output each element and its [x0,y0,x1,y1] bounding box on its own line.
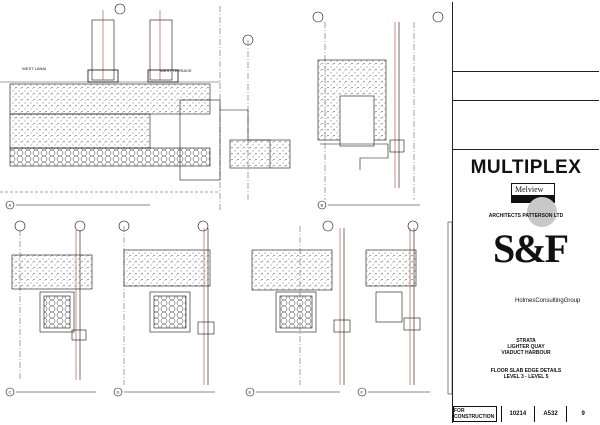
notes-area [453,2,599,72]
detail-tag-A-number: A [9,203,12,208]
section-detail-6 [365,228,421,385]
detail-drawings: WEST LANAI WEST TERRACE A B C [0,3,452,397]
label-west-terrace: WEST TERRACE [160,68,192,73]
detail-tag-D-number: D [117,390,120,395]
project-line-1: STRATA [516,338,536,344]
architect-name: ARCHITECTS PATTERSON LTD [488,213,564,219]
detail-tag-E [245,387,255,397]
detail-tag-C [5,387,15,397]
detail-tag-F-number: F [361,390,364,395]
grid-bubble-1 [114,3,126,15]
legend-box [447,221,452,395]
detail-tag-F [357,387,367,397]
section-detail-1 [0,6,291,210]
status-stamp: FOR CONSTRUCTION [453,406,497,422]
section-detail-3 [11,230,93,380]
client-logo-text: Melview [515,185,544,194]
architect-emblem [527,197,557,227]
job-number: 10214 [501,406,534,422]
detail-tag-A [5,200,15,210]
revision-number: 9 [566,406,599,422]
label-west-lanai: WEST LANAI [22,66,46,71]
project-line-3: VIADUCT HARBOUR [501,350,551,356]
drawing-number-row: 10214 A532 9 [501,406,599,422]
drawing-title-line-2: LEVEL 3 - LEVEL 5 [503,374,549,380]
project-line-2: LIGHTER QUAY [507,344,545,350]
section-detail-2 [317,22,415,200]
detail-tag-C-number: C [9,390,12,395]
architect-mark: S&F [493,226,569,271]
detail-tag-B-number: B [321,203,324,208]
engineer-name: HolmesConsultingGroup [515,298,581,304]
contractor-logo: MULTIPLEX [470,157,582,178]
revision-table [453,100,599,150]
title-block: MULTIPLEX Melview ARCHITECTS PATTERSON L… [452,2,599,423]
drawing-title: FLOOR SLAB EDGE DETAILS LEVEL 3 - LEVEL … [453,368,599,380]
detail-tag-B [317,200,327,210]
section-detail-5 [251,226,351,385]
section-detail-4 [123,226,215,385]
detail-tag-E-number: E [249,390,252,395]
drawing-title-line-1: FLOOR SLAB EDGE DETAILS [490,368,562,374]
detail-tag-D [113,387,123,397]
grid-bubble-2 [242,34,254,46]
project-name: STRATA LIGHTER QUAY VIADUCT HARBOUR [453,338,599,356]
drawing-number: A532 [533,406,567,422]
